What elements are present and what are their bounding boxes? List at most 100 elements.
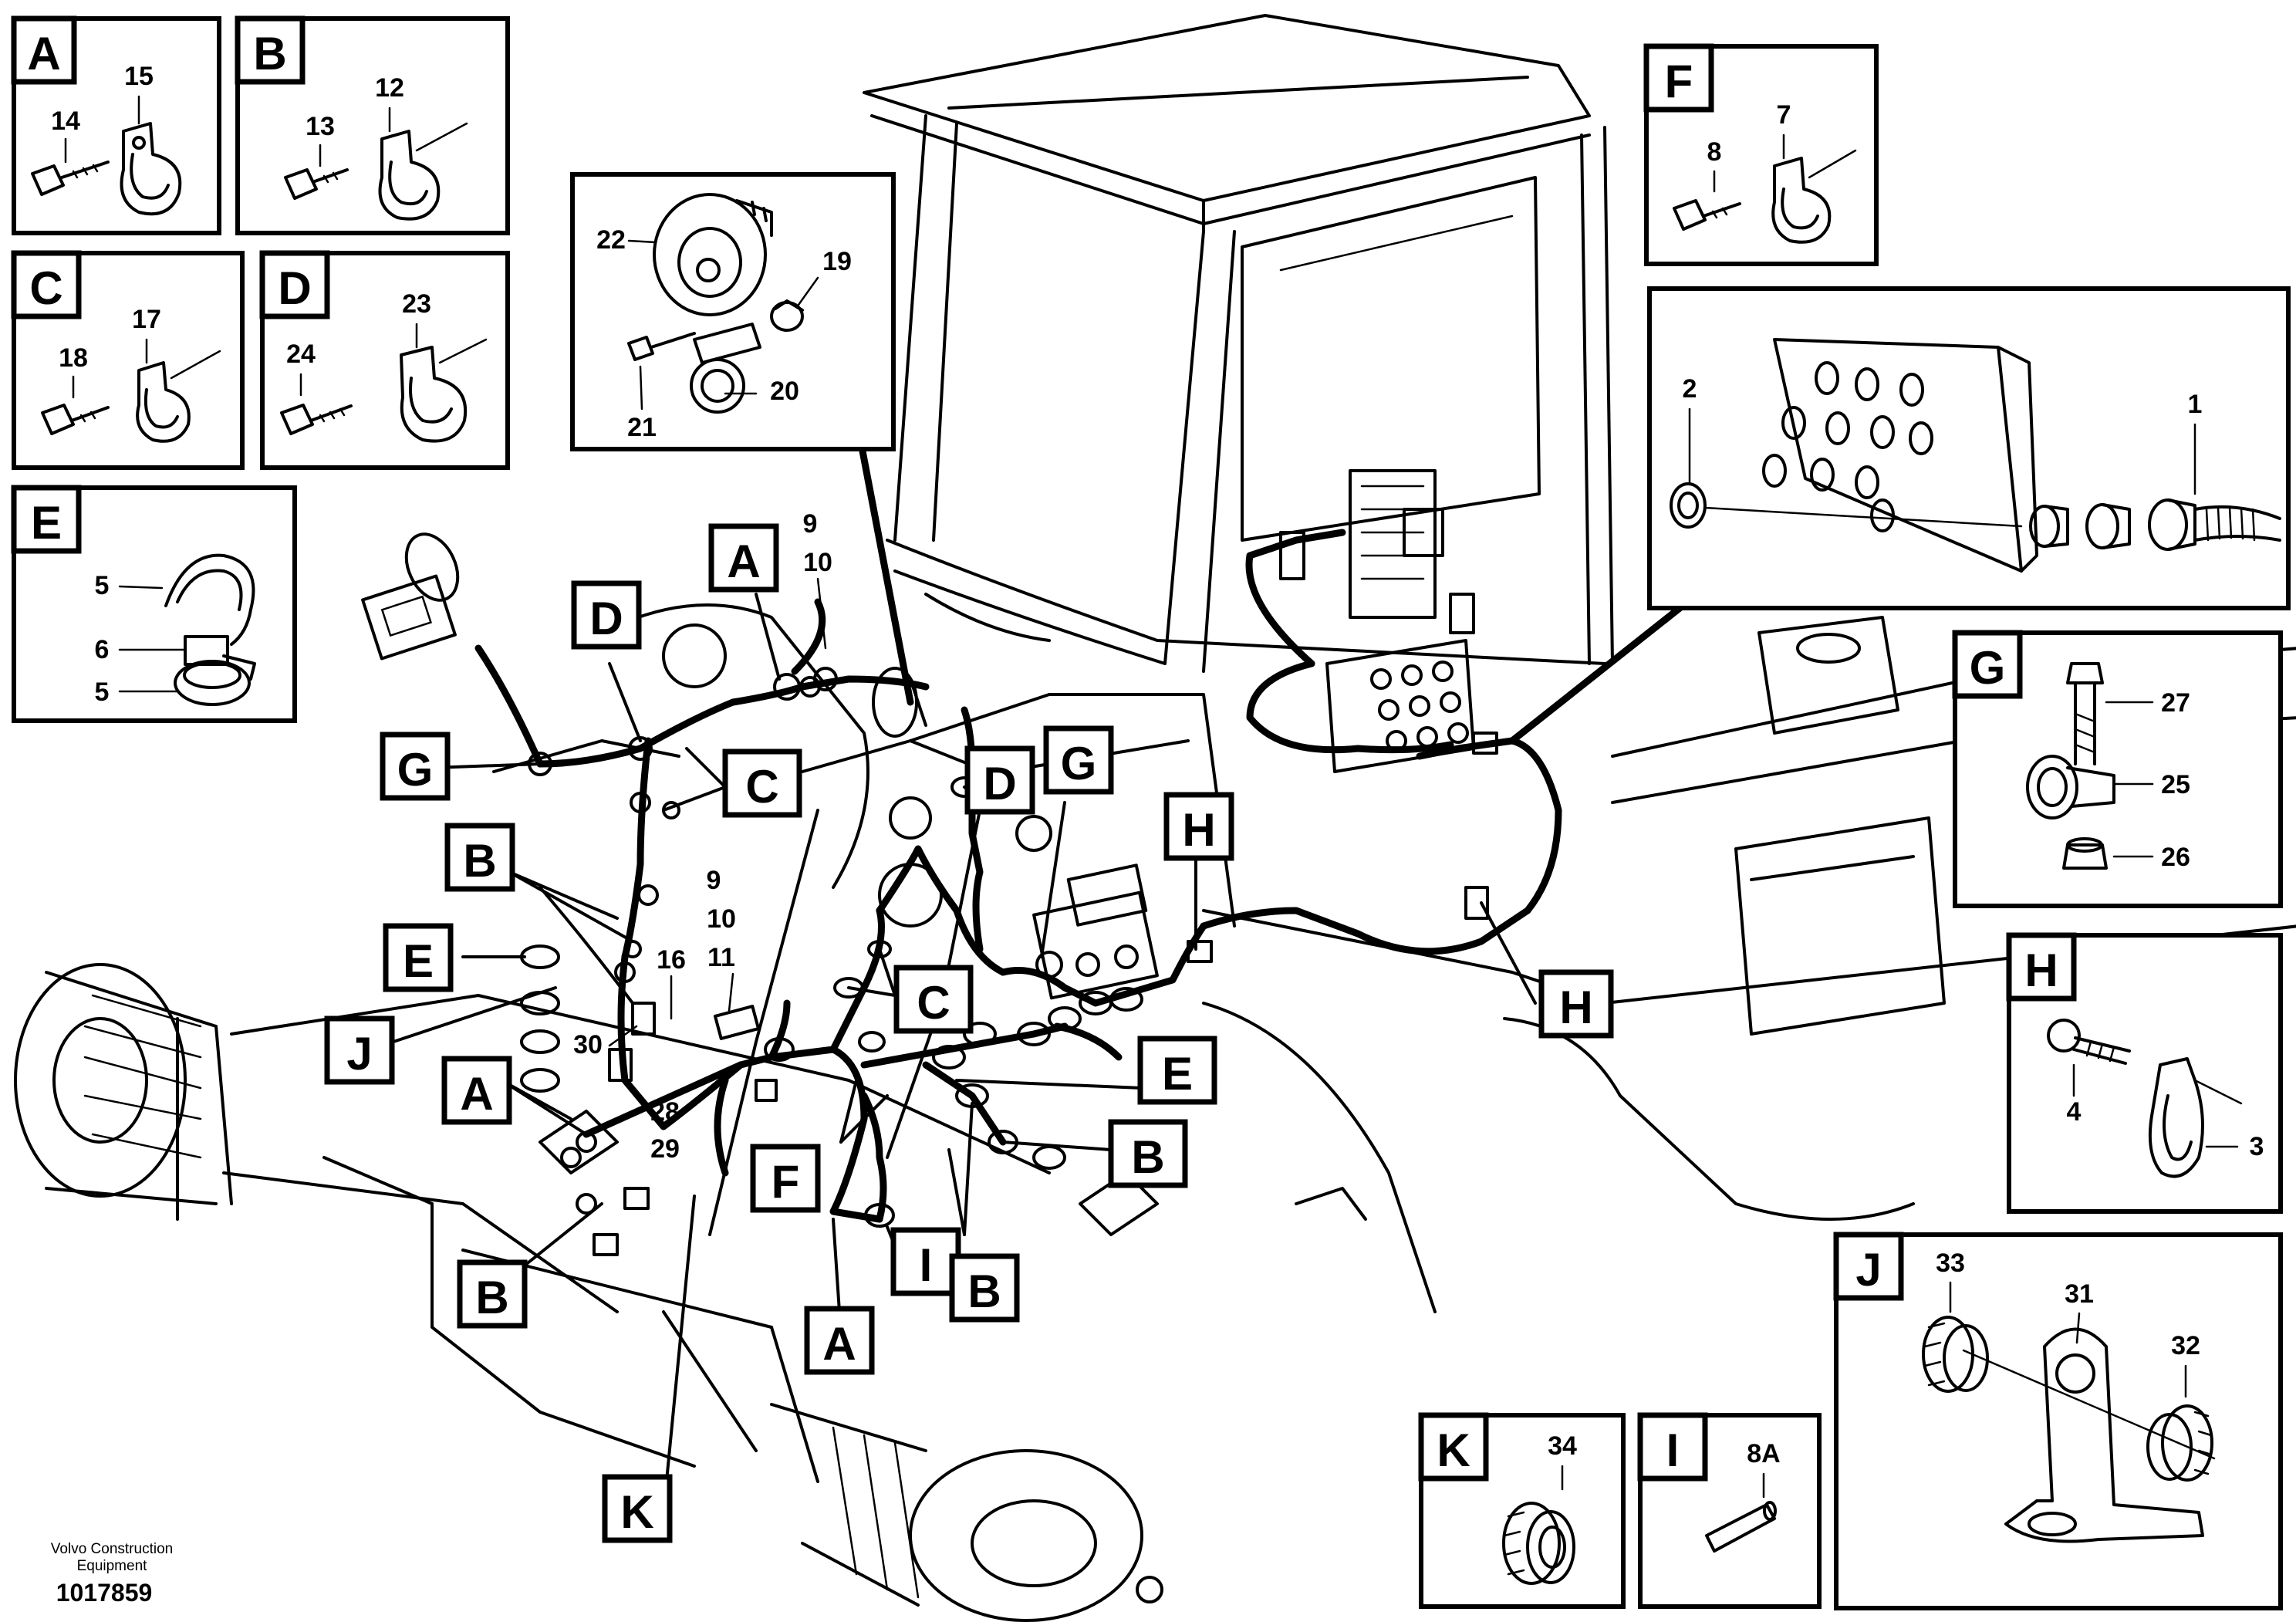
svg-text:E: E bbox=[1162, 1048, 1193, 1100]
part-number: 9 bbox=[803, 509, 818, 539]
detail-letter-c: C bbox=[29, 262, 62, 314]
svg-text:A: A bbox=[727, 536, 760, 587]
bolt-icon bbox=[284, 168, 349, 200]
part-number: 29 bbox=[650, 1134, 680, 1164]
part-number: 28 bbox=[650, 1097, 680, 1127]
free-part-numbers: 9 10 9 10 11 16 30 28 29 bbox=[573, 509, 832, 1164]
part-number: 6 bbox=[95, 635, 110, 664]
spacer-icon bbox=[770, 299, 804, 332]
part-number: 7 bbox=[1777, 100, 1791, 130]
cable-tie-icon bbox=[164, 553, 256, 706]
horn-icon bbox=[653, 193, 773, 316]
detail-letter-h: H bbox=[2024, 944, 2058, 996]
grommet-nut-icon bbox=[1670, 482, 1707, 529]
callout-tag-e-right: E bbox=[1137, 1036, 1217, 1105]
callout-tag-d-upper: D bbox=[571, 580, 642, 650]
p-clamp-icon bbox=[2148, 1057, 2243, 1178]
part-number: 22 bbox=[596, 225, 626, 255]
detail-letter-i: I bbox=[1666, 1424, 1680, 1476]
bolt-icon bbox=[41, 404, 110, 435]
svg-text:B: B bbox=[475, 1272, 508, 1323]
detail-box-d: D 23 24 bbox=[259, 250, 510, 470]
callout-tag-g-mid: G bbox=[1043, 725, 1114, 795]
callout-tag-a-upper: A bbox=[708, 523, 779, 593]
callout-tag-b-bottom: B bbox=[949, 1253, 1020, 1323]
part-number: 3 bbox=[2250, 1132, 2264, 1161]
callout-tag-c-upper: C bbox=[722, 748, 802, 818]
grommet-bracket-icon bbox=[2026, 755, 2115, 819]
horn-detail-box: 22 19 21 20 bbox=[570, 172, 896, 451]
svg-text:E: E bbox=[403, 935, 434, 987]
detail-letter-b: B bbox=[253, 28, 286, 79]
callout-tag-a-left: A bbox=[441, 1056, 512, 1125]
flange-bolt-icon bbox=[2066, 662, 2104, 765]
svg-text:K: K bbox=[620, 1486, 653, 1538]
part-number: 21 bbox=[627, 413, 657, 442]
p-clamp-icon bbox=[120, 122, 182, 216]
svg-text:D: D bbox=[983, 758, 1016, 809]
svg-text:A: A bbox=[460, 1068, 493, 1120]
harness-components bbox=[361, 469, 1498, 1256]
svg-text:J: J bbox=[346, 1028, 372, 1080]
p-clamp-icon bbox=[136, 350, 221, 443]
callout-tag-e-left: E bbox=[383, 923, 454, 992]
detail-letter-a: A bbox=[27, 28, 60, 79]
part-number: 20 bbox=[770, 377, 799, 406]
callout-tag-i: I bbox=[890, 1227, 961, 1296]
detail-box-a: A 15 14 bbox=[11, 15, 221, 235]
callout-tag-d-mid: D bbox=[964, 745, 1035, 815]
part-number: 16 bbox=[657, 945, 686, 975]
credit-line-1: Volvo Construction bbox=[51, 1541, 173, 1557]
svg-text:A: A bbox=[822, 1318, 856, 1370]
detail-box-e: E 5 6 5 bbox=[11, 485, 297, 723]
part-number: 8A bbox=[1747, 1439, 1780, 1468]
part-number: 34 bbox=[1548, 1431, 1577, 1461]
part-number: 11 bbox=[707, 943, 735, 972]
svg-text:I: I bbox=[920, 1239, 933, 1291]
part-number: 1 bbox=[2188, 390, 2203, 419]
callout-tag-g-left: G bbox=[380, 732, 451, 801]
detail-letter-j: J bbox=[1855, 1244, 1881, 1296]
svg-text:C: C bbox=[745, 761, 778, 813]
part-number: 19 bbox=[822, 247, 852, 276]
callout-tag-b-left: B bbox=[444, 823, 515, 892]
svg-text:B: B bbox=[967, 1265, 1001, 1317]
detail-box-b: B 12 13 bbox=[235, 15, 510, 235]
nut-icon bbox=[1502, 1502, 1575, 1585]
nut-icon bbox=[2146, 1404, 2213, 1482]
part-number: 8 bbox=[1707, 137, 1722, 167]
part-number: 14 bbox=[51, 106, 80, 136]
callout-tag-h-mid: H bbox=[1163, 792, 1234, 861]
detail-letter-d: D bbox=[278, 262, 311, 314]
detail-letter-k: K bbox=[1437, 1424, 1470, 1476]
detail-box-g: G 27 25 26 bbox=[1952, 630, 2283, 908]
sleeve-icon bbox=[1705, 1501, 1777, 1553]
detail-box-k: K 34 bbox=[1418, 1412, 1626, 1609]
svg-text:F: F bbox=[772, 1156, 800, 1208]
part-number: 31 bbox=[2065, 1279, 2094, 1309]
p-clamp-icon bbox=[378, 122, 468, 221]
part-number: 27 bbox=[2161, 688, 2190, 718]
svg-text:C: C bbox=[917, 977, 950, 1029]
connector-icon bbox=[2029, 498, 2281, 551]
part-number: 5 bbox=[95, 571, 110, 600]
bolt-icon bbox=[2047, 1019, 2131, 1065]
part-number: 9 bbox=[707, 866, 721, 895]
part-number: 24 bbox=[286, 340, 316, 369]
p-clamp-icon bbox=[400, 338, 488, 443]
part-number: 2 bbox=[1683, 374, 1697, 404]
svg-text:D: D bbox=[589, 593, 623, 644]
bolt-icon bbox=[1673, 199, 1741, 231]
callout-tag-a-bottom: A bbox=[804, 1306, 875, 1375]
detail-box-c: C 17 18 bbox=[11, 250, 245, 470]
detail-box-j: J 33 31 32 bbox=[1833, 1232, 2283, 1610]
bulkhead-detail-box: 2 1 bbox=[1647, 286, 2291, 610]
callout-tag-b-lower: B bbox=[457, 1259, 528, 1329]
bracket-clamp-icon bbox=[627, 323, 761, 414]
bolt-icon bbox=[31, 161, 110, 196]
detail-letter-f: F bbox=[1665, 56, 1693, 107]
callout-tag-f: F bbox=[750, 1144, 821, 1213]
svg-text:H: H bbox=[1182, 804, 1215, 856]
